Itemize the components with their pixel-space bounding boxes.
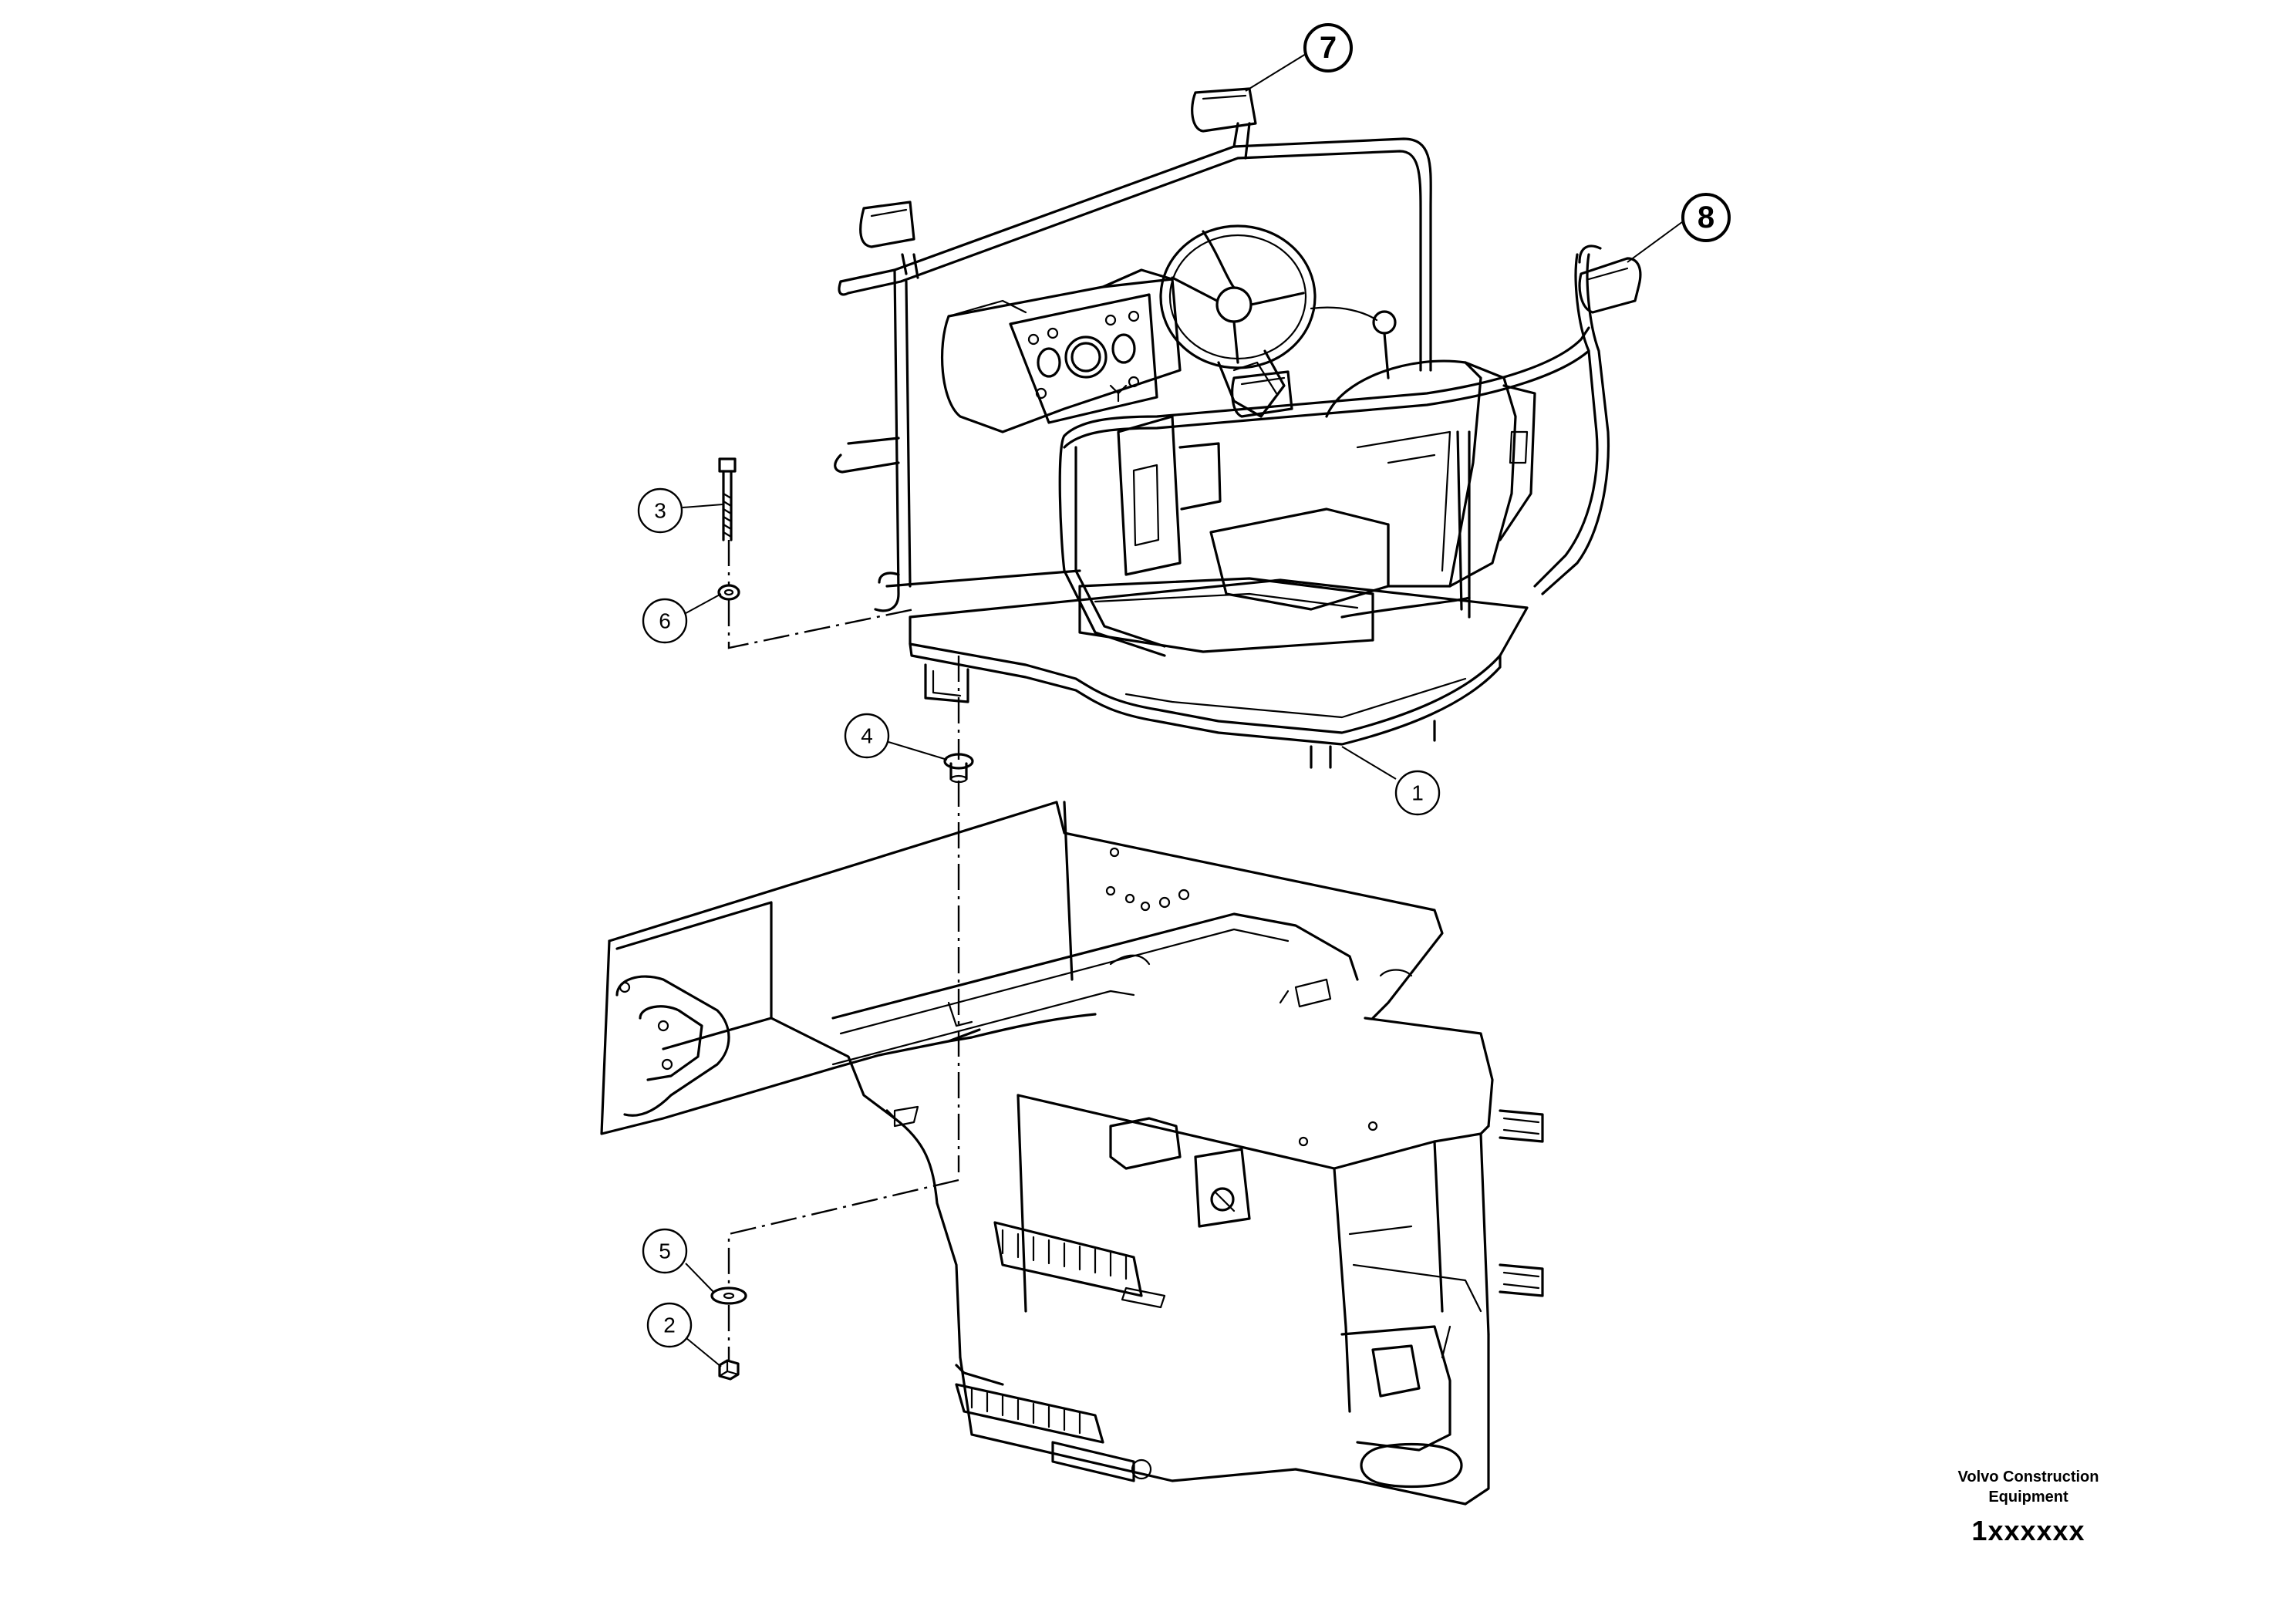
nut-part: [718, 1359, 740, 1381]
callout-6-label: 6: [659, 609, 671, 633]
callout-8-label: 8: [1698, 201, 1714, 234]
callout-8[interactable]: 8: [1681, 193, 1731, 242]
callout-7-label: 7: [1320, 31, 1337, 65]
callout-5[interactable]: 5: [642, 1228, 688, 1274]
callout-3-label: 3: [654, 499, 666, 523]
assembly-center-lines: [727, 540, 960, 1361]
part-number: 1xxxxxx: [1971, 1515, 2085, 1546]
callout-7[interactable]: 7: [1303, 23, 1353, 73]
callout-6[interactable]: 6: [642, 598, 688, 644]
callout-2[interactable]: 2: [646, 1302, 693, 1348]
company-name-line-2: Equipment: [1988, 1489, 2068, 1506]
callout-4[interactable]: 4: [844, 713, 890, 759]
flat-washer-part: [710, 1286, 747, 1305]
title-block: Volvo Construction Equipment 1xxxxxx: [1913, 1467, 2144, 1547]
lock-washer-part: [717, 584, 740, 601]
callout-2-label: 2: [663, 1313, 676, 1337]
callout-1-label: 1: [1411, 781, 1424, 805]
chassis-frame-assembly: [600, 801, 1544, 1506]
callout-1[interactable]: 1: [1394, 770, 1441, 816]
operator-platform-assembly: [834, 87, 1642, 769]
callout-5-label: 5: [659, 1239, 671, 1263]
company-name-line-1: Volvo Construction: [1957, 1469, 2099, 1485]
callout-leaders: [678, 53, 1686, 1367]
callout-4-label: 4: [861, 724, 873, 748]
bolt-part: [718, 457, 737, 541]
callout-3[interactable]: 3: [637, 487, 683, 534]
fastener-hardware: [710, 457, 974, 1381]
